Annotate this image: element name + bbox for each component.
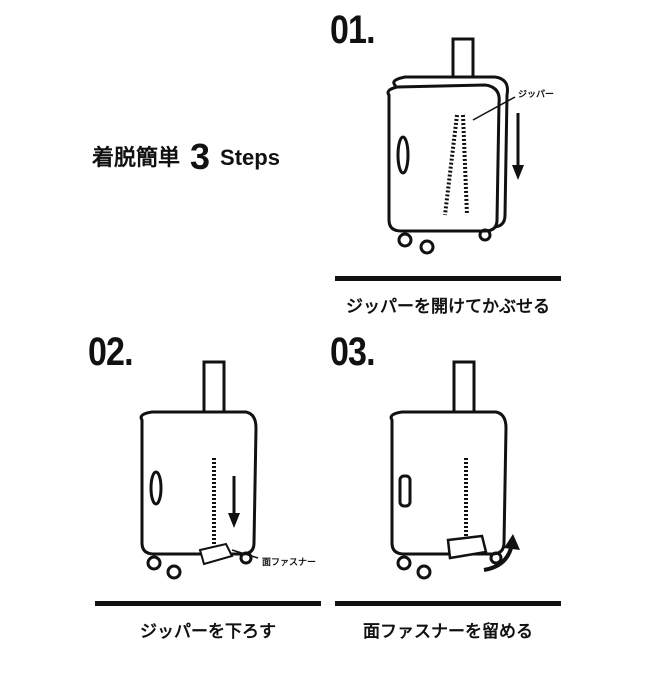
step-2-divider (95, 601, 321, 606)
zipper-label: ジッパー (518, 90, 555, 100)
step-3-caption: 面ファスナーを留める (363, 622, 533, 642)
step-1-caption: ジッパーを開けてかぶせる (346, 297, 550, 317)
suitcase-step-2-illustration (139, 360, 259, 580)
step-3-divider (335, 601, 561, 606)
title-prefix: 着脱簡単 (92, 146, 181, 171)
suitcase-step-3-illustration (389, 360, 520, 580)
page-title: 着脱簡単 3 Steps (92, 136, 280, 178)
step-3-number: 03. (330, 330, 376, 374)
suitcase-step-1-illustration (386, 37, 524, 255)
title-suffix: Steps (220, 145, 280, 170)
step-1-divider (335, 276, 561, 281)
step-2-number: 02. (88, 330, 134, 374)
title-number: 3 (190, 136, 211, 177)
velcro-label: 面ファスナー (262, 558, 317, 568)
step-1-number: 01. (330, 8, 376, 52)
step-2-caption: ジッパーを下ろす (140, 622, 276, 642)
